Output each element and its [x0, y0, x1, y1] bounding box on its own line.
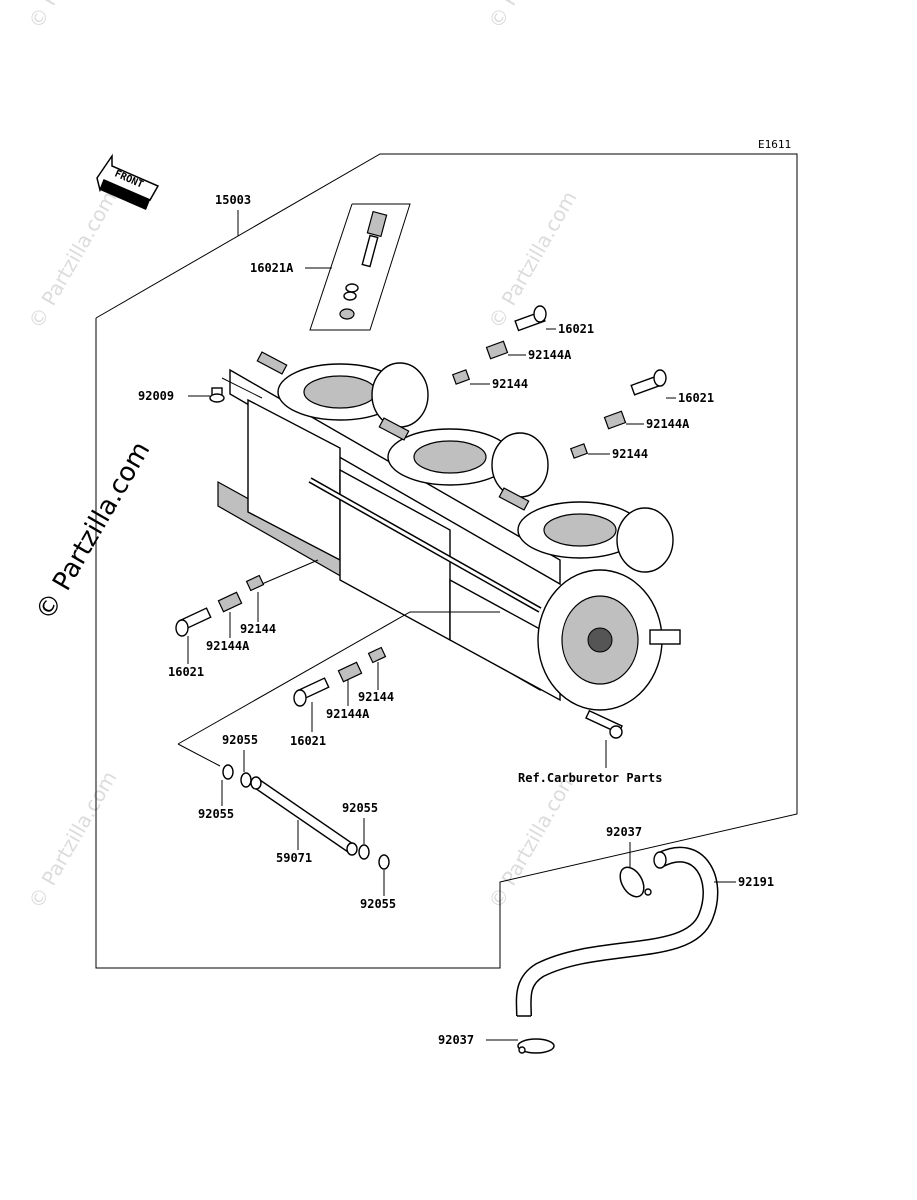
callout-16021-tr2: 16021 — [678, 391, 714, 405]
callout-92055-1: 92055 — [222, 733, 258, 747]
watermark-3: © Partzilla.com — [24, 187, 122, 333]
reference-label: Ref.Carburetor Parts — [518, 771, 663, 785]
diagram-code: E1611 — [758, 138, 791, 151]
carburetor-bank — [217, 351, 681, 739]
callout-92055-2: 92055 — [198, 807, 234, 821]
pipe-leader — [177, 611, 500, 745]
callout-16021a: 16021A — [250, 261, 294, 275]
pilot-screw-set — [305, 203, 411, 331]
watermark-2: © Partzilla.com — [484, 0, 582, 33]
callout-92144-lower: 92144 — [358, 690, 394, 704]
callout-92055-4: 92055 — [360, 897, 396, 911]
clamp-bottom — [517, 1038, 555, 1054]
callout-16021-left: 16021 — [168, 665, 204, 679]
screw-spring-set-lower — [293, 646, 387, 707]
watermark-main: © Partzilla.com — [30, 437, 156, 626]
screw-spring-set-left — [175, 559, 319, 637]
callout-92144a-tr2: 92144A — [646, 417, 690, 431]
screw-spring-set-1 — [451, 305, 547, 385]
clamp-top — [619, 866, 652, 898]
callout-92055-3: 92055 — [342, 801, 378, 815]
callout-92009: 92009 — [138, 389, 174, 403]
callout-92037-bottom: 92037 — [438, 1033, 474, 1047]
callout-92144a-left: 92144A — [206, 639, 250, 653]
callout-92144-left: 92144 — [240, 622, 276, 636]
callout-16021-lower: 16021 — [290, 734, 326, 748]
callout-92144-tm1: 92144 — [492, 377, 528, 391]
callout-59071: 59071 — [276, 851, 312, 865]
hose-92191 — [515, 846, 719, 1017]
watermark-4: © Partzilla.com — [484, 187, 582, 333]
assembly-boundary — [95, 153, 798, 969]
callout-92037-top: 92037 — [606, 825, 642, 839]
watermark-5: © Partzilla.com — [24, 767, 122, 913]
callout-92144-tm2: 92144 — [612, 447, 648, 461]
callout-92191: 92191 — [738, 875, 774, 889]
callout-92144a-tr1: 92144A — [528, 348, 572, 362]
callout-16021-tr1: 16021 — [558, 322, 594, 336]
plug-92009 — [209, 377, 263, 403]
callout-15003: 15003 — [215, 193, 251, 207]
screw-spring-set-2 — [569, 369, 667, 459]
watermark-6: © Partzilla.com — [484, 767, 582, 913]
pipe-assembly — [222, 764, 390, 870]
callout-92144a-lower: 92144A — [326, 707, 370, 721]
watermark-1: © Partzilla.com — [24, 0, 122, 33]
